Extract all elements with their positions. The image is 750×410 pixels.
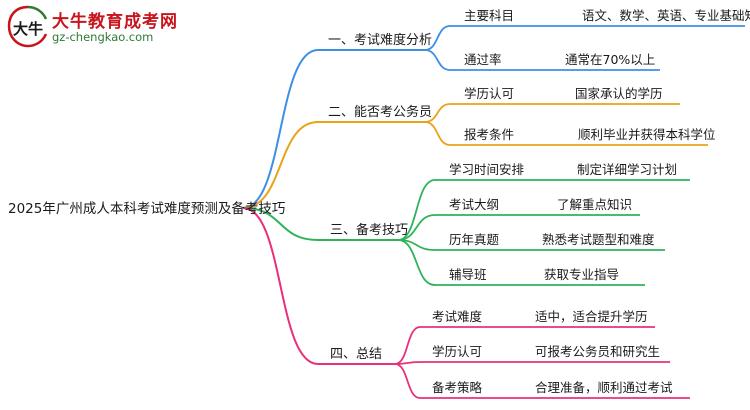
branch-label: 四、总结 bbox=[330, 347, 382, 362]
child-value: 通常在70%以上 bbox=[565, 52, 655, 67]
child-label: 通过率 bbox=[464, 52, 502, 67]
mind-map-nodes: 一、考试难度分析 主要科目 语文、数学、英语、专业基础知识通过率 通常在70%以上二、… bbox=[328, 8, 750, 395]
branch-label: 三、备考技巧 bbox=[330, 222, 408, 238]
child-value: 国家承认的学历 bbox=[575, 86, 663, 101]
child-label: 辅导班 bbox=[449, 267, 487, 282]
child-link bbox=[397, 239, 436, 286]
child-value: 顺利毕业并获得本科学位 bbox=[578, 127, 716, 142]
logo-title: 大牛教育成考网 bbox=[52, 12, 178, 32]
child-value: 可报考公务员和研究生 bbox=[535, 344, 660, 359]
logo-mark-text: 大牛 bbox=[13, 20, 43, 38]
branch-label: 一、考试难度分析 bbox=[328, 32, 432, 48]
child-label: 主要科目 bbox=[464, 8, 514, 23]
child-link bbox=[424, 121, 451, 146]
branch-link bbox=[242, 121, 319, 209]
child-link bbox=[394, 363, 421, 399]
branch-label: 二、能否考公务员 bbox=[328, 104, 432, 120]
child-value: 合理准备，顺利通过考试 bbox=[535, 380, 673, 395]
child-value: 语文、数学、英语、专业基础知识 bbox=[582, 8, 750, 23]
child-link bbox=[397, 214, 436, 241]
mind-map-links bbox=[242, 25, 745, 399]
child-label: 学历认可 bbox=[432, 344, 482, 359]
child-value: 适中，适合提升学历 bbox=[535, 309, 648, 324]
child-value: 获取专业指导 bbox=[544, 267, 619, 282]
logo-emblem-icon: 大牛 bbox=[7, 5, 48, 48]
child-link bbox=[424, 25, 451, 51]
site-logo[interactable]: 大牛 大牛教育成考网 gz-chengkao.com bbox=[6, 4, 196, 52]
branch-link bbox=[242, 207, 319, 241]
child-label: 历年真题 bbox=[449, 232, 500, 247]
child-value: 了解重点知识 bbox=[557, 197, 632, 212]
child-label: 学习时间安排 bbox=[449, 162, 525, 177]
branch-link bbox=[242, 207, 319, 365]
child-value: 制定详细学习计划 bbox=[577, 162, 677, 177]
child-value: 熟悉考试题型和难度 bbox=[542, 232, 655, 247]
child-link bbox=[424, 103, 451, 123]
child-label: 学历认可 bbox=[464, 86, 514, 101]
child-link bbox=[394, 326, 421, 365]
root-topic: 2025年广州成人本科考试难度预测及备考技巧 bbox=[8, 200, 285, 217]
child-label: 备考策略 bbox=[432, 380, 483, 395]
child-link bbox=[397, 179, 436, 241]
child-label: 报考条件 bbox=[464, 127, 514, 142]
child-label: 考试难度 bbox=[432, 309, 483, 324]
child-label: 考试大纲 bbox=[449, 197, 499, 212]
child-link bbox=[424, 49, 451, 71]
logo-url: gz-chengkao.com bbox=[52, 30, 154, 44]
branch-link bbox=[242, 49, 319, 209]
